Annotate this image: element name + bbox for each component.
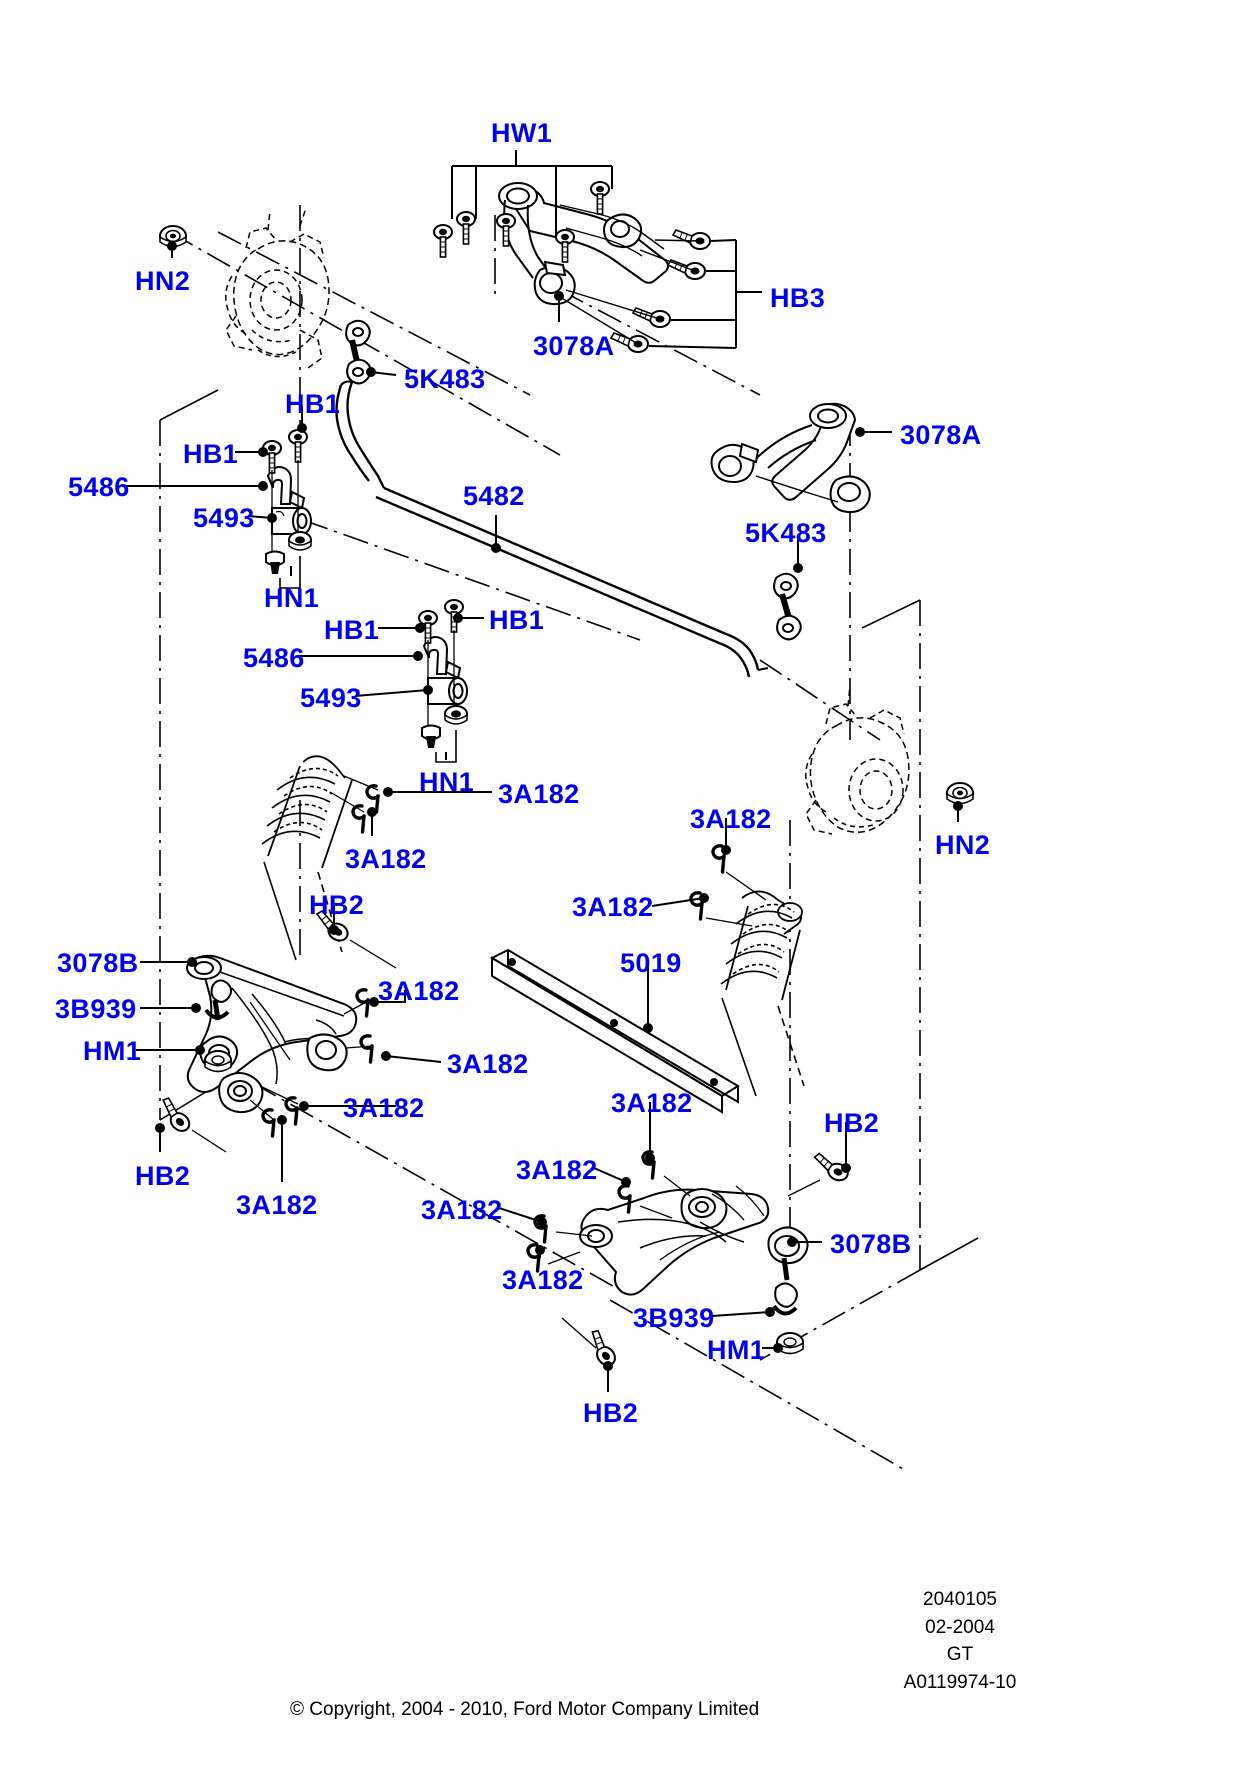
part-label-hb1_c[interactable]: HB1 xyxy=(324,615,380,645)
part-label-hb1_a[interactable]: HB1 xyxy=(285,389,341,419)
part-label-a3b939_l[interactable]: 3B939 xyxy=(55,994,137,1024)
part-label-hb1_d[interactable]: HB1 xyxy=(489,605,545,635)
part-label-hb2_a[interactable]: HB2 xyxy=(309,890,365,920)
part-label-n5486_a[interactable]: 5486 xyxy=(68,472,130,502)
part-label-hm1_r[interactable]: HM1 xyxy=(707,1335,766,1365)
part-label-hw1[interactable]: HW1 xyxy=(491,118,553,148)
part-label-hb2_d[interactable]: HB2 xyxy=(583,1398,639,1428)
doc-number: 2040105 xyxy=(923,1589,997,1610)
document-info-block: 2040105 02-2004 GT A0119974-10 xyxy=(860,1586,1060,1696)
part-label-a3a182_7[interactable]: 3A182 xyxy=(611,1088,693,1118)
part-label-n5482[interactable]: 5482 xyxy=(463,481,525,511)
part-label-k5k483_r[interactable]: 5K483 xyxy=(745,518,827,548)
part-label-hm1_l[interactable]: HM1 xyxy=(83,1036,142,1066)
part-label-n5486_b[interactable]: 5486 xyxy=(243,643,305,673)
part-label-a3a182_1[interactable]: 3A182 xyxy=(498,779,580,809)
part-label-a3a182_3[interactable]: 3A182 xyxy=(345,844,427,874)
part-label-hb1_b[interactable]: HB1 xyxy=(183,439,239,469)
part-label-a3a182_11[interactable]: 3A182 xyxy=(421,1195,503,1225)
part-label-a3a182_12[interactable]: 3A182 xyxy=(502,1265,584,1295)
copyright-notice: © Copyright, 2004 - 2010, Ford Motor Com… xyxy=(290,1699,760,1720)
part-label-a3b939_r[interactable]: 3B939 xyxy=(633,1303,715,1333)
part-label-hn2_l[interactable]: HN2 xyxy=(135,266,191,296)
part-label-a3a182_9[interactable]: 3A182 xyxy=(516,1155,598,1185)
part-label-a3a182_8[interactable]: 3A182 xyxy=(343,1093,425,1123)
part-label-hn1_a[interactable]: HN1 xyxy=(264,583,320,613)
part-label-n5493_a[interactable]: 5493 xyxy=(193,503,255,533)
part-label-a3a182_2[interactable]: 3A182 xyxy=(690,804,772,834)
part-label-hn2_r[interactable]: HN2 xyxy=(935,830,991,860)
part-label-a3a182_4[interactable]: 3A182 xyxy=(572,892,654,922)
part-label-hb2_c[interactable]: HB2 xyxy=(135,1161,191,1191)
part-label-a3078a_top[interactable]: 3078A xyxy=(533,331,615,361)
part-label-a3078b_l[interactable]: 3078B xyxy=(57,948,139,978)
part-label-a3078a_r[interactable]: 3078A xyxy=(900,420,982,450)
part-label-n5019[interactable]: 5019 xyxy=(620,948,682,978)
doc-date: 02-2004 xyxy=(925,1616,995,1638)
part-label-a3a182_6[interactable]: 3A182 xyxy=(447,1049,529,1079)
part-label-a3078b_r[interactable]: 3078B xyxy=(830,1229,912,1259)
doc-figure: A0119974-10 xyxy=(903,1671,1017,1693)
part-label-hb2_b[interactable]: HB2 xyxy=(824,1108,880,1138)
part-label-n5493_b[interactable]: 5493 xyxy=(300,683,362,713)
part-label-hb3[interactable]: HB3 xyxy=(770,283,826,313)
part-label-a3a182_5[interactable]: 3A182 xyxy=(378,976,460,1006)
part-label-k5k483_l[interactable]: 5K483 xyxy=(404,364,486,394)
part-label-hn1_b[interactable]: HN1 xyxy=(419,767,475,797)
part-label-a3a182_10[interactable]: 3A182 xyxy=(236,1190,318,1220)
doc-market: GT xyxy=(946,1644,974,1666)
